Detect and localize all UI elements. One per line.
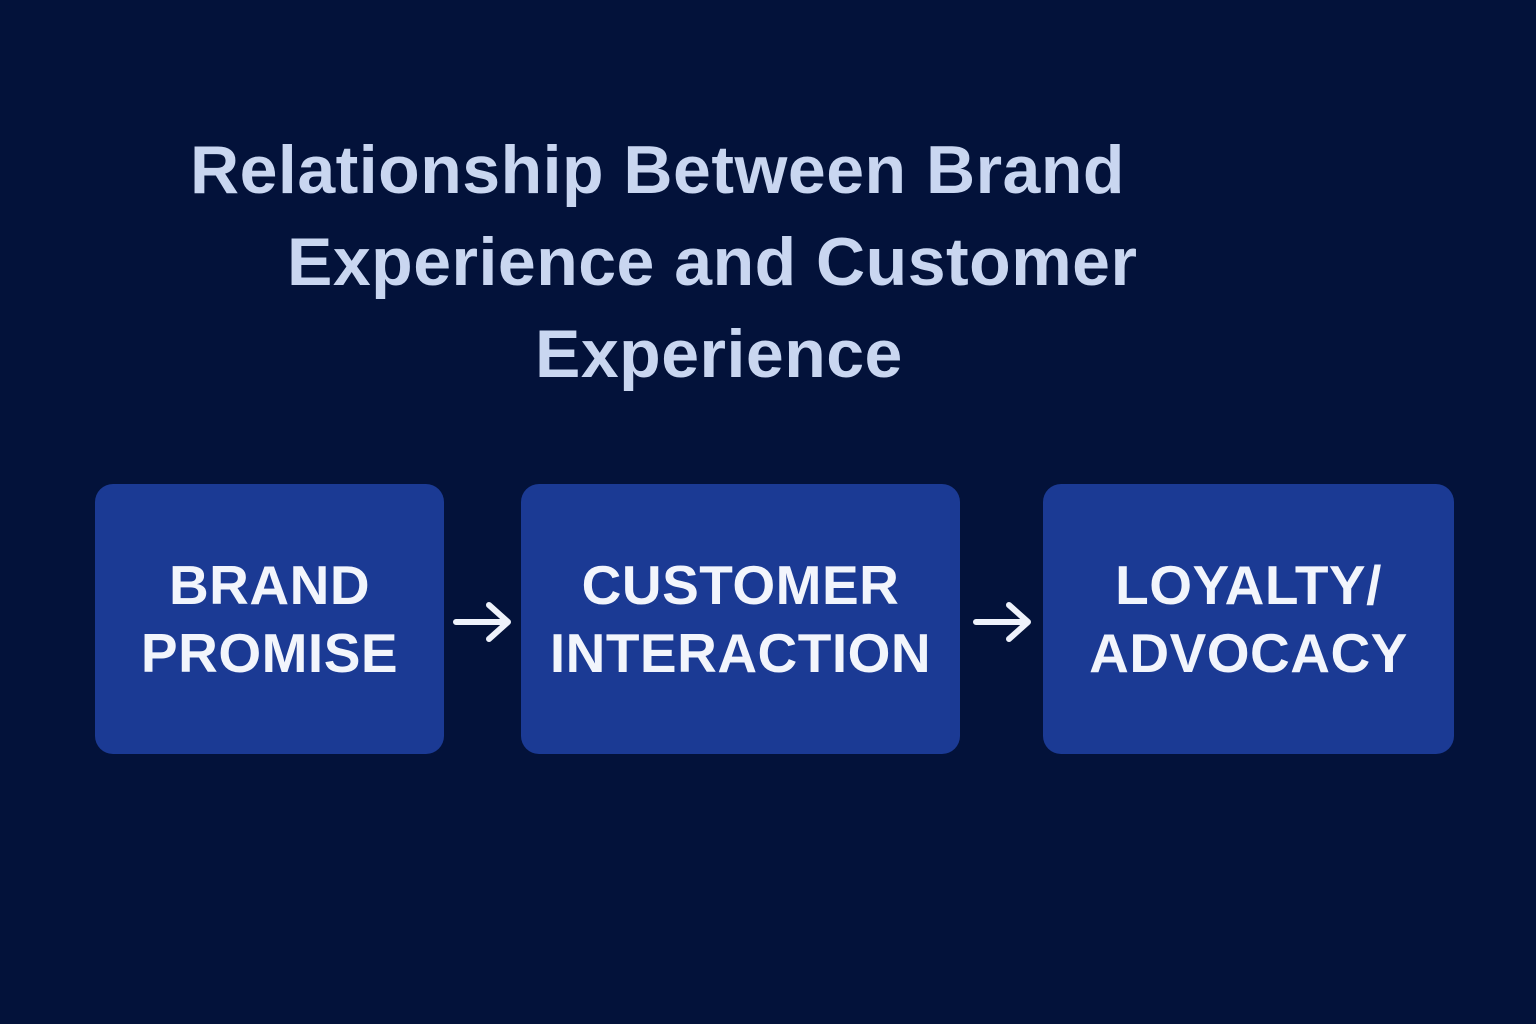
- title-line-3: Experience: [535, 316, 903, 392]
- node-label-line: INTERACTION: [549, 622, 932, 684]
- arrow-right-icon: [453, 602, 511, 642]
- node-customer-interaction: CUSTOMER INTERACTION: [521, 484, 960, 754]
- node-brand-promise: BRAND PROMISE: [95, 484, 444, 754]
- node-label-line: ADVOCACY: [1089, 622, 1408, 684]
- node-label-line: CUSTOMER: [581, 554, 900, 616]
- title-line-2: Experience and Customer: [287, 224, 1138, 300]
- node-label-line: LOYALTY/: [1115, 554, 1382, 616]
- node-label-line: BRAND: [168, 554, 371, 616]
- title-line-1: Relationship Between Brand: [190, 132, 1125, 208]
- node-label-line: PROMISE: [140, 622, 399, 684]
- arrow-right-icon: [973, 602, 1031, 642]
- node-loyalty-advocacy: LOYALTY/ ADVOCACY: [1043, 484, 1454, 754]
